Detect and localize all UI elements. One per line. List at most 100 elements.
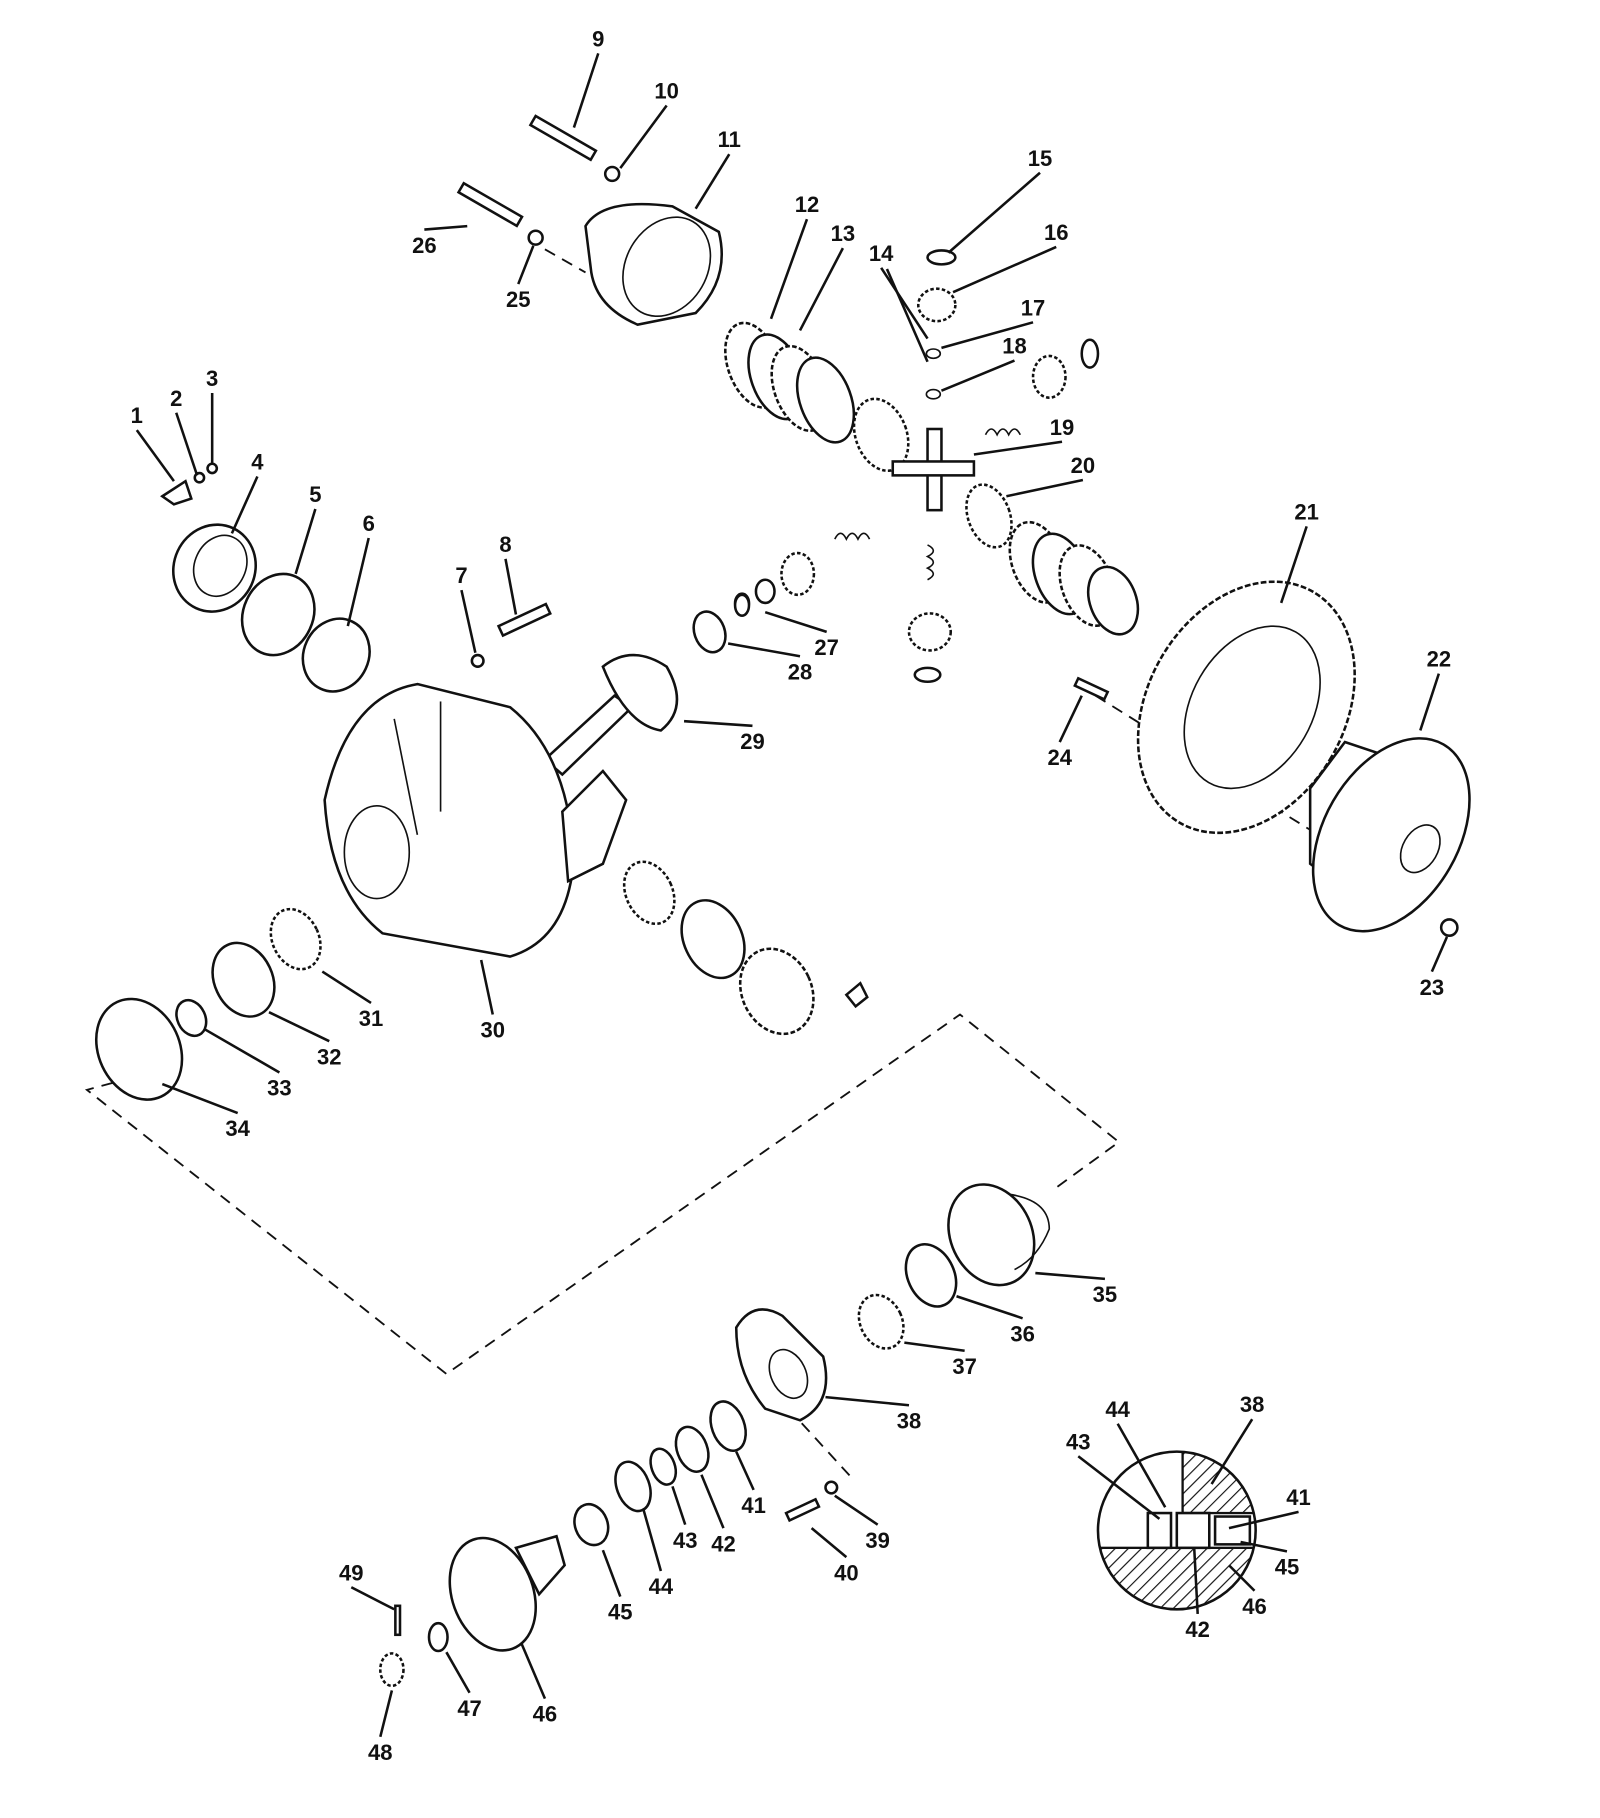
bearing-cone <box>857 1293 905 1350</box>
callout-leader-line <box>1279 525 1308 604</box>
callout-13: 13 <box>831 221 855 246</box>
spring <box>834 532 871 541</box>
callout-43: 43 <box>673 1528 697 1553</box>
differential-case <box>1308 737 1471 933</box>
callout-leader-line <box>941 321 1034 350</box>
axle-housing <box>323 682 628 958</box>
bolt <box>1073 676 1110 702</box>
callout-labels: 1234567891011121314151617181920212223242… <box>131 26 1451 1765</box>
callout-16: 16 <box>1044 220 1069 245</box>
callout-leader-line <box>1077 1455 1161 1520</box>
bearing-cup <box>240 572 316 657</box>
callout-7: 7 <box>455 563 467 588</box>
spring <box>925 544 935 581</box>
case-half <box>584 202 723 326</box>
bearing-cup <box>680 899 746 980</box>
callout-leader-line <box>268 1011 330 1043</box>
bearing-cup <box>211 941 276 1018</box>
nut <box>527 229 544 246</box>
callout-leader-line <box>798 247 845 332</box>
callout-leader-line <box>230 476 259 534</box>
adjuster-nut <box>171 523 257 613</box>
seal <box>709 1400 747 1452</box>
inset-callout-42: 42 <box>1185 1617 1210 1642</box>
callout-15: 15 <box>1028 146 1053 171</box>
callout-leader-line <box>834 1494 879 1526</box>
callout-36: 36 <box>1010 1321 1035 1346</box>
callout-44: 44 <box>649 1574 674 1599</box>
callout-9: 9 <box>592 26 604 51</box>
callout-leader-line <box>1210 1418 1254 1485</box>
callout-leader-line <box>445 1651 471 1694</box>
assembly-dashed-line <box>544 248 586 274</box>
callout-48: 48 <box>368 1740 393 1765</box>
washer <box>427 1621 449 1653</box>
callout-3: 3 <box>206 366 218 391</box>
callout-leader-line <box>161 1082 239 1115</box>
callout-leader-line <box>460 589 477 654</box>
pinion-gear <box>907 612 952 652</box>
callout-14: 14 <box>869 241 894 266</box>
bolt <box>496 602 552 638</box>
callout-leader-line <box>1116 1423 1167 1508</box>
callout-6: 6 <box>363 511 375 536</box>
callout-31: 31 <box>359 1006 384 1031</box>
callout-45: 45 <box>608 1600 633 1625</box>
gasket <box>94 997 184 1101</box>
retainer <box>947 1183 1051 1287</box>
callout-21: 21 <box>1294 499 1319 524</box>
callout-5: 5 <box>309 482 321 507</box>
callout-20: 20 <box>1071 453 1096 478</box>
callout-29: 29 <box>740 729 764 754</box>
callout-leader-line <box>904 1341 965 1353</box>
callout-17: 17 <box>1021 295 1045 320</box>
callout-leader-line <box>572 52 600 128</box>
callout-leader-line <box>885 268 929 363</box>
callout-24: 24 <box>1047 745 1072 770</box>
callout-leaders <box>135 52 1449 1738</box>
seal <box>175 998 208 1038</box>
callout-leader-line <box>940 359 1015 392</box>
thrust-washer <box>926 249 957 266</box>
nut <box>824 1480 839 1495</box>
callout-46: 46 <box>533 1702 558 1727</box>
pinion-nut <box>379 1652 405 1688</box>
thrust-washer <box>754 578 776 605</box>
spring <box>984 428 1022 437</box>
callout-leader-line <box>479 959 495 1015</box>
pinion-bearing <box>692 610 727 654</box>
callout-leader-line <box>671 1485 687 1526</box>
callout-leader-line <box>1228 1510 1299 1530</box>
spring <box>925 388 942 400</box>
bolt <box>784 1497 821 1523</box>
inset-callout-43: 43 <box>1066 1429 1091 1454</box>
bearing-cone <box>622 860 676 926</box>
callout-25: 25 <box>506 287 530 312</box>
callout-30: 30 <box>481 1018 506 1043</box>
callout-34: 34 <box>225 1116 250 1141</box>
adjuster-lock <box>160 462 219 506</box>
inset-callout-46: 46 <box>1242 1594 1267 1619</box>
callout-19: 19 <box>1050 415 1075 440</box>
callout-leader-line <box>1430 936 1449 973</box>
clutch-discs <box>724 321 856 444</box>
callout-leader-line <box>769 218 809 320</box>
spring <box>925 348 942 360</box>
callout-leader-line <box>346 537 370 627</box>
seal-detail-inset <box>1096 1450 1257 1611</box>
pinion-gear <box>1031 354 1067 399</box>
callout-49: 49 <box>339 1560 364 1585</box>
callout-28: 28 <box>788 659 813 684</box>
callout-22: 22 <box>1427 647 1451 672</box>
inset-callout-45: 45 <box>1275 1555 1300 1580</box>
callout-40: 40 <box>834 1560 858 1585</box>
bolt <box>528 114 598 162</box>
clutch-discs <box>1008 520 1140 636</box>
adjuster-lock <box>844 981 869 1009</box>
callout-leader-line <box>517 245 535 285</box>
callout-8: 8 <box>499 532 511 557</box>
callout-33: 33 <box>267 1076 292 1101</box>
assembly-dashed-line <box>84 1013 1121 1376</box>
callout-leader-line <box>764 610 828 634</box>
